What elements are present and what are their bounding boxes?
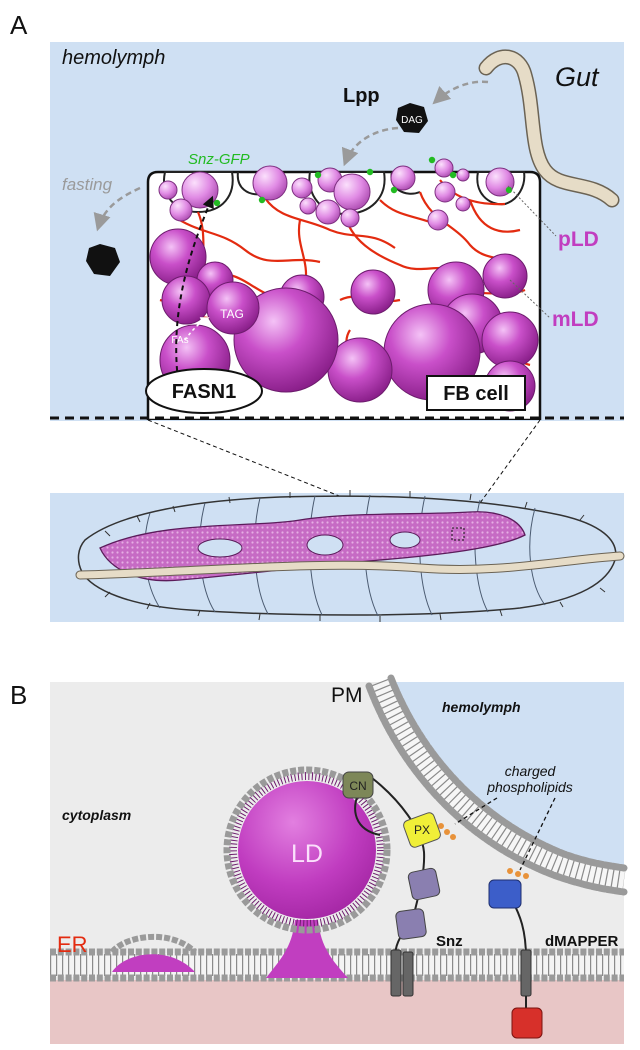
- ld-core: [238, 781, 376, 919]
- larva-denticles: [104, 490, 606, 622]
- pld-label: pLD: [558, 228, 599, 251]
- fat-body-hole-2: [306, 534, 344, 556]
- ld-monolayer-heads: [223, 766, 391, 934]
- fasn1-to-pld-arrow: [175, 195, 214, 381]
- pb-hemolymph-label: hemolymph: [442, 699, 521, 715]
- tag-label: TAG: [220, 307, 244, 321]
- zoom-spacer: [50, 421, 624, 493]
- snz-gfp-dots: [213, 156, 513, 207]
- mld-leader-line: [509, 279, 551, 319]
- fas-label: FAs: [171, 335, 188, 346]
- cn-domain: [342, 771, 374, 799]
- larva: [75, 490, 625, 622]
- gut-label: Gut: [555, 62, 600, 92]
- gut-to-lpp-arrow: [432, 80, 489, 105]
- released-lipid-hexagon: [86, 244, 120, 276]
- pld-leader-line: [507, 185, 557, 237]
- fat-body-hole-3: [389, 531, 421, 549]
- snz-tm-helix-1: [390, 949, 402, 997]
- charged-label-line2: phospholipids: [486, 779, 573, 795]
- charged-lipid-dots: [438, 823, 529, 879]
- fat-body-hole-1: [197, 538, 243, 558]
- zoom-box: [451, 527, 465, 541]
- dmapper-label: dMAPPER: [545, 933, 619, 950]
- lpp-label: Lpp: [343, 85, 380, 107]
- snz-gfp-label: Snz-GFP: [188, 151, 250, 168]
- panel-b: B PM hemolymph charged phospholipids cyt…: [10, 674, 628, 1044]
- zoom-line-right: [461, 419, 541, 529]
- cytoplasm-label: cytoplasm: [62, 807, 131, 823]
- er-label: ER: [57, 932, 88, 957]
- gut-tube: [480, 50, 618, 206]
- zoom-line-left: [147, 419, 451, 541]
- snz-label: Snz: [436, 933, 463, 950]
- pb-hemolymph-area: [380, 682, 624, 880]
- hemolymph-label: hemolymph: [62, 47, 165, 69]
- nascent-ld-heads: [109, 933, 198, 955]
- dmapper-lumen-domain: [511, 1007, 543, 1039]
- panel-b-letter: B: [10, 680, 27, 710]
- fb-cell-label: FB cell: [443, 383, 509, 405]
- pm-label: PM: [331, 684, 363, 707]
- dmapper-domain: [488, 879, 522, 909]
- pm-bilayer-tails: [369, 678, 626, 891]
- fb-cell-label-box: [426, 375, 526, 411]
- lpp-to-cell-arrow: [341, 126, 399, 167]
- fasn1-label: FASN1: [172, 381, 236, 403]
- panel-a: A hemolymph Gut Lpp DAG Snz-GFP fasting: [10, 10, 625, 622]
- fasting-label: fasting: [62, 175, 113, 194]
- px-domain: [403, 812, 441, 848]
- ld-neck: [266, 920, 348, 978]
- fasting-arrow: [93, 186, 141, 232]
- dag-label: DAG: [401, 115, 423, 126]
- fas-to-tag-arrow: [184, 317, 210, 341]
- snz-domain-2: [395, 908, 427, 940]
- pm-heads-outer: [387, 674, 628, 872]
- cn-label: CN: [349, 779, 366, 793]
- charged-leader-left: [454, 797, 498, 825]
- ld-label: LD: [291, 840, 323, 868]
- charged-leader-right: [519, 797, 556, 871]
- dmapper-tm-helix: [520, 949, 532, 997]
- snz-tm-helix-2: [402, 951, 414, 997]
- panel-a-letter: A: [10, 10, 28, 40]
- snz-domain-1: [407, 867, 441, 901]
- mld-label: mLD: [552, 308, 599, 331]
- dag-hexagon: [396, 103, 428, 133]
- fasn1-oval: [145, 368, 263, 414]
- px-label: PX: [414, 823, 430, 837]
- pm-heads-inner: [365, 682, 628, 896]
- ld-monolayer-tails: [229, 772, 385, 928]
- charged-label-line1: charged: [505, 763, 557, 779]
- nascent-ld: [112, 954, 195, 972]
- larva-gut: [76, 552, 624, 579]
